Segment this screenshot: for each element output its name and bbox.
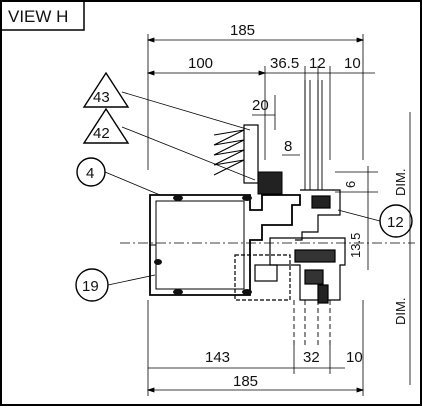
glass-lines xyxy=(304,80,323,190)
title-box: VIEW H xyxy=(1,1,85,31)
dim-right xyxy=(335,112,411,385)
dim-lower-label: DIM. xyxy=(393,298,408,325)
callout-42-label: 42 xyxy=(93,125,110,142)
dim-143: 143 xyxy=(205,349,230,366)
dim-10-top: 10 xyxy=(344,55,361,72)
dim-36-5: 36.5 xyxy=(270,55,299,72)
dim-12-top: 12 xyxy=(309,55,326,72)
dim-10-bottom: 10 xyxy=(346,349,363,366)
dim-8: 8 xyxy=(284,138,292,155)
callout-4: 4 xyxy=(76,157,161,196)
spring-element xyxy=(213,124,283,195)
glazing-profile xyxy=(234,189,346,304)
hidden-lines xyxy=(293,300,331,345)
dim-185-bottom: 185 xyxy=(233,373,258,390)
fastener-dots xyxy=(154,195,252,295)
dim-20: 20 xyxy=(252,97,269,114)
dim-32: 32 xyxy=(303,349,320,366)
callout-4-label: 4 xyxy=(86,165,94,182)
dim-upper-label: DIM. xyxy=(393,169,408,196)
view-title: VIEW H xyxy=(8,7,68,26)
callout-42: 42 xyxy=(82,107,256,181)
dim-100: 100 xyxy=(188,55,213,72)
callout-43: 43 xyxy=(82,71,251,131)
callout-12-label: 12 xyxy=(387,214,404,231)
dim-top-overall xyxy=(146,34,365,170)
callout-12: 12 xyxy=(337,204,413,238)
callout-19: 19 xyxy=(75,268,156,302)
dim-6: 6 xyxy=(343,181,358,188)
callout-19-label: 19 xyxy=(82,278,99,295)
dim-bottom xyxy=(146,300,365,396)
dim-inner xyxy=(252,95,300,156)
dim-185-top: 185 xyxy=(230,22,255,39)
callout-43-label: 43 xyxy=(93,89,110,106)
dim-13-5: 13.5 xyxy=(348,233,363,258)
